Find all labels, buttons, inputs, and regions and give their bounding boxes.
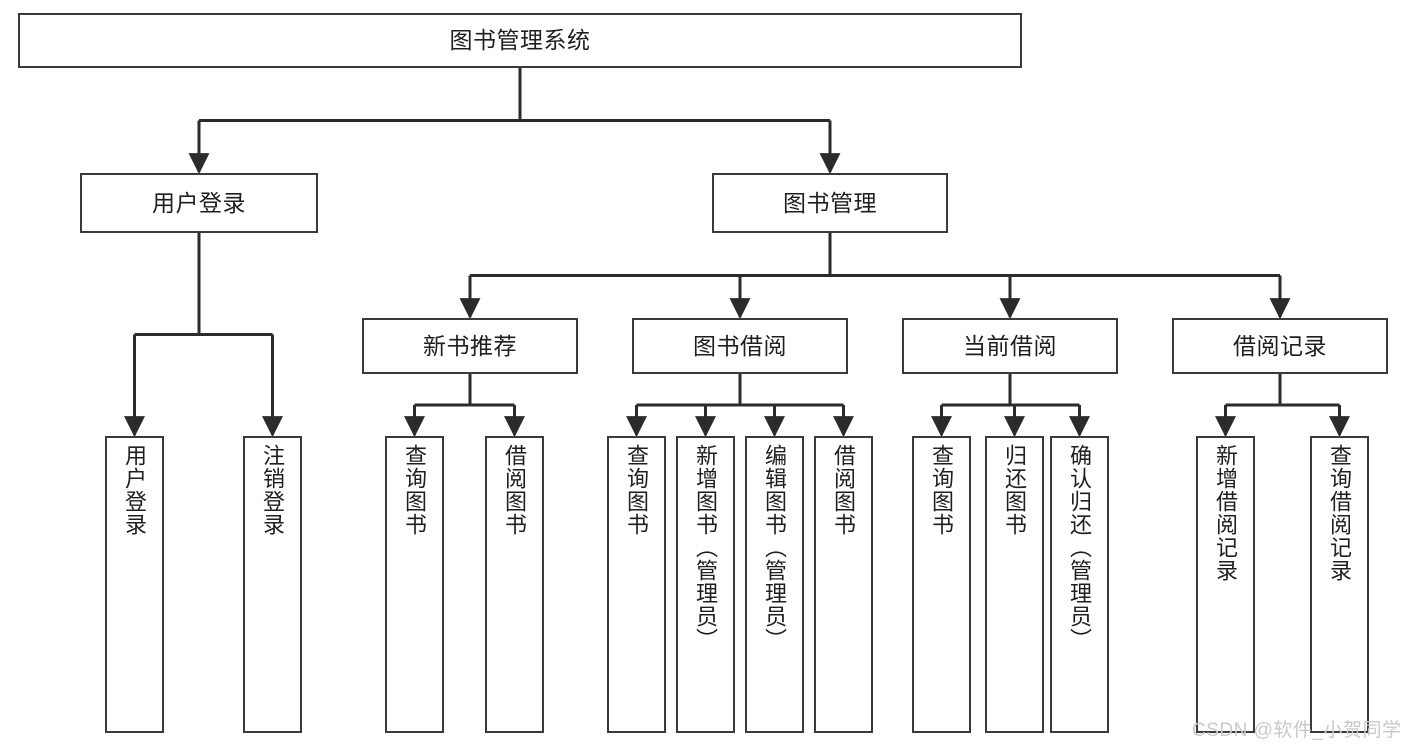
node-label: 注销登录 [260,444,286,536]
node-newbook[interactable]: 新书推荐 [362,318,578,374]
node-label: 借阅图书 [831,444,857,536]
node-label: 归还图书 [1002,444,1028,536]
node-label: 用户登录 [152,189,246,216]
node-leaf-cur-1[interactable]: 查询图书 [912,436,971,733]
node-current[interactable]: 当前借阅 [902,318,1118,374]
node-leaf-bor-4[interactable]: 借阅图书 [814,436,873,733]
node-label: 图书借阅 [693,332,787,359]
node-leaf-login-2[interactable]: 注销登录 [243,436,302,733]
node-bookmgmt[interactable]: 图书管理 [712,173,948,233]
node-label: 图书管理系统 [449,27,591,54]
node-leaf-bor-1[interactable]: 查询图书 [607,436,666,733]
node-leaf-cur-2[interactable]: 归还图书 [985,436,1044,733]
node-label: 查询图书 [929,444,955,536]
node-login[interactable]: 用户登录 [80,173,318,233]
node-root[interactable]: 图书管理系统 [18,13,1022,68]
node-leaf-new-1[interactable]: 查询图书 [385,436,444,733]
node-label: 新增借阅记录 [1213,444,1239,582]
node-label: 新书推荐 [423,332,517,359]
node-label: 新增图书（管理员） [693,444,719,651]
node-label: 借阅图书 [502,444,528,536]
node-leaf-bor-3[interactable]: 编辑图书（管理员） [745,436,804,733]
node-label: 图书管理 [783,189,877,216]
node-leaf-login-1[interactable]: 用户登录 [105,436,164,733]
node-label: 编辑图书（管理员） [762,444,788,651]
node-label: 查询图书 [402,444,428,536]
node-label: 当前借阅 [963,332,1057,359]
node-label: 查询借阅记录 [1327,444,1353,582]
node-label: 查询图书 [624,444,650,536]
node-leaf-rec-1[interactable]: 新增借阅记录 [1196,436,1255,733]
node-record[interactable]: 借阅记录 [1172,318,1388,374]
node-leaf-new-2[interactable]: 借阅图书 [485,436,544,733]
node-leaf-cur-3[interactable]: 确认归还（管理员） [1050,436,1109,733]
node-label: 借阅记录 [1233,332,1327,359]
node-label: 确认归还（管理员） [1067,444,1093,651]
node-leaf-rec-2[interactable]: 查询借阅记录 [1310,436,1369,733]
node-leaf-bor-2[interactable]: 新增图书（管理员） [676,436,735,733]
node-label: 用户登录 [122,444,148,536]
node-borrow[interactable]: 图书借阅 [632,318,848,374]
